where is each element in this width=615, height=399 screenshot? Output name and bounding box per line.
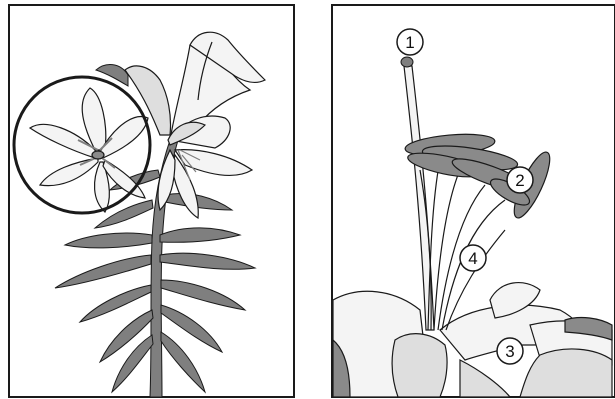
callout-1: 1 [397,29,423,55]
callout-4: 4 [460,245,486,271]
callout-4-label: 4 [468,249,477,268]
callout-2-label: 2 [515,171,524,190]
callout-2: 2 [507,167,533,193]
callout-3: 3 [497,338,523,364]
stigma [401,57,413,67]
callout-1-label: 1 [405,33,414,52]
callout-3-label: 3 [505,342,514,361]
right-panel: 1 2 4 3 [332,5,615,397]
left-panel [9,5,294,397]
